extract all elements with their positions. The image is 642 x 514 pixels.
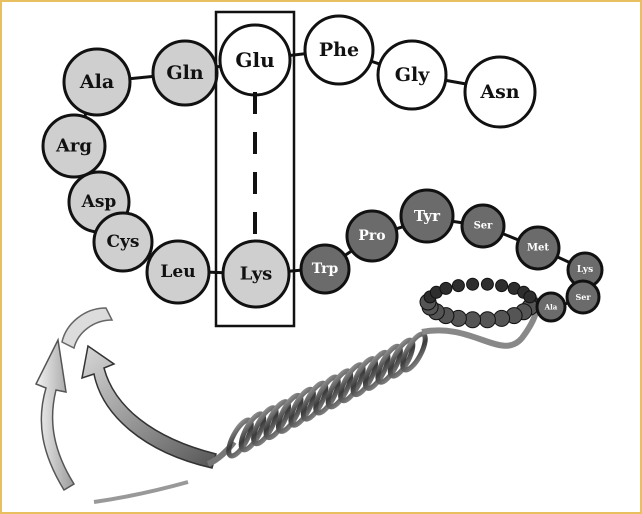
residue-arg: Arg (41, 113, 107, 179)
residue-ala2: Ala (535, 291, 567, 323)
residue-circle (62, 47, 132, 117)
residue-pro: Pro (345, 209, 399, 263)
ring-bead (451, 279, 465, 293)
residue-circle (92, 211, 154, 273)
residue-gly: Gly (376, 39, 448, 111)
residue-circle (376, 39, 448, 111)
residue-label: Asn (479, 81, 519, 103)
residue-label: Trp (312, 261, 339, 277)
alpha-helix (226, 331, 428, 459)
beta-strand-turn (61, 307, 114, 350)
salt-bridge-box (214, 10, 296, 328)
residue-leu: Leu (145, 239, 211, 305)
residue-ser2: Ser (565, 279, 601, 315)
ring-bead (495, 279, 509, 293)
residue-circle (303, 14, 375, 86)
residue-gln: Gln (151, 39, 219, 107)
residue-circle (399, 188, 455, 244)
residue-met: Met (515, 225, 561, 271)
beta-strand-left (34, 337, 76, 492)
residue-lys1: Lys (221, 239, 291, 309)
residue-circle (515, 225, 561, 271)
residue-circle (565, 279, 601, 315)
residue-label: Gln (166, 62, 203, 84)
residue-glu: Glu (218, 23, 292, 97)
ring-bead (478, 311, 496, 329)
residue-trp: Trp (299, 243, 351, 295)
residue-label: Glu (235, 48, 274, 72)
residue-label: Ala (544, 303, 558, 312)
ring-bead (523, 290, 537, 304)
residue-circle (299, 243, 351, 295)
residue-label: Lys (577, 265, 593, 275)
residue-label: Tyr (414, 207, 441, 225)
residue-label: Met (527, 243, 549, 254)
residue-label: Ser (575, 292, 591, 302)
ring-bead (480, 277, 494, 291)
residue-label: Arg (55, 136, 92, 157)
residue-label: Asp (81, 192, 117, 212)
residue-circle (145, 239, 211, 305)
residue-circle (535, 291, 567, 323)
residue-circle (41, 113, 107, 179)
residue-label: Phe (319, 39, 359, 61)
ring-bead (464, 311, 482, 329)
beta-strand-right (81, 344, 217, 469)
residue-tyr: Tyr (399, 188, 455, 244)
residue-label: Lys (240, 264, 273, 285)
beaded-ring (419, 277, 539, 329)
residue-label: Ser (474, 221, 494, 232)
residue-label: Leu (160, 262, 195, 282)
residue-label: Gly (395, 64, 430, 86)
residue-lys2: Lys (566, 251, 604, 289)
residue-ala: Ala (62, 47, 132, 117)
residue-phe: Phe (303, 14, 375, 86)
residue-ser1: Ser (460, 203, 506, 249)
residue-circle (345, 209, 399, 263)
residue-label: Cys (107, 232, 140, 252)
residue-circle (463, 55, 537, 129)
protein-ribbon (34, 277, 540, 504)
ring-bead (493, 309, 511, 327)
residue-label: Pro (358, 228, 385, 244)
residue-asn: Asn (463, 55, 537, 129)
residue-cys: Cys (92, 211, 154, 273)
residue-circle (460, 203, 506, 249)
residue-circle (221, 239, 291, 309)
ring-bead (466, 277, 480, 291)
residue-label: Ala (79, 71, 114, 93)
ring-bead (439, 281, 453, 295)
ribbon-tail (93, 480, 189, 504)
